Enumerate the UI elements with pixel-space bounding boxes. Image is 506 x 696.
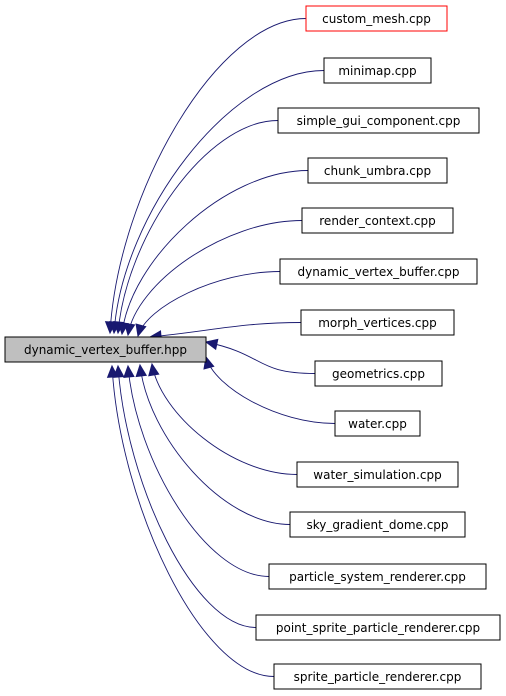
root-node-box[interactable] — [4, 336, 207, 363]
dependent-node-box[interactable] — [334, 410, 421, 437]
dependent-node-box[interactable] — [314, 360, 443, 387]
dependent-node-box[interactable] — [268, 563, 487, 590]
edge-9 — [151, 363, 298, 475]
edge-11 — [127, 365, 270, 577]
dependent-node-box[interactable] — [273, 663, 482, 690]
edge-7 — [205, 341, 316, 374]
edge-6 — [149, 322, 302, 338]
edge-4 — [127, 220, 303, 336]
dependent-node-box[interactable] — [279, 258, 478, 285]
dependent-node-label: custom_mesh.cpp — [322, 12, 431, 26]
dependent-node[interactable]: render_context.cpp — [301, 207, 454, 234]
edge-arrowhead-4 — [124, 322, 136, 337]
edge-arrowhead-11 — [123, 364, 135, 378]
dependent-node-box[interactable] — [277, 107, 480, 134]
edge-8 — [205, 356, 336, 424]
dependent-node-box[interactable] — [296, 461, 459, 488]
edge-3 — [121, 170, 309, 335]
edge-0 — [109, 18, 307, 334]
dependent-node[interactable]: point_sprite_particle_renderer.cpp — [255, 614, 501, 641]
dependent-node[interactable]: water_simulation.cpp — [296, 461, 459, 488]
edge-arrowhead-9 — [148, 362, 160, 377]
node-layer: dynamic_vertex_buffer.hpp custom_mesh.cp… — [4, 5, 501, 690]
dependent-node-label: minimap.cpp — [338, 64, 416, 78]
dependent-node[interactable]: dynamic_vertex_buffer.cpp — [279, 258, 478, 285]
dependent-node-label: point_sprite_particle_renderer.cpp — [276, 621, 480, 635]
edge-5 — [137, 271, 281, 337]
dependent-node-label: water.cpp — [348, 417, 407, 431]
dependent-node[interactable]: sprite_particle_renderer.cpp — [273, 663, 482, 690]
dependent-node[interactable]: particle_system_renderer.cpp — [268, 563, 487, 590]
dependent-node-box[interactable] — [323, 57, 432, 84]
dependent-node-label: sprite_particle_renderer.cpp — [294, 670, 462, 684]
edge-1 — [113, 70, 325, 334]
dependent-node-label: morph_vertices.cpp — [318, 316, 437, 330]
dependent-node[interactable]: custom_mesh.cpp — [305, 5, 448, 32]
dependent-node-box[interactable] — [289, 511, 466, 538]
dependent-node-label: water_simulation.cpp — [313, 468, 441, 482]
dependent-node-label: particle_system_renderer.cpp — [289, 570, 466, 584]
root-node[interactable]: dynamic_vertex_buffer.hpp — [4, 336, 207, 363]
dependent-node-box[interactable] — [255, 614, 501, 641]
edge-10 — [139, 364, 291, 525]
dependent-node[interactable]: morph_vertices.cpp — [300, 309, 455, 336]
dependent-node-label: geometrics.cpp — [332, 367, 425, 381]
dependent-node[interactable]: simple_gui_component.cpp — [277, 107, 480, 134]
dependent-node-label: dynamic_vertex_buffer.cpp — [297, 265, 459, 279]
dependent-node[interactable]: water.cpp — [334, 410, 421, 437]
dependent-node-label: simple_gui_component.cpp — [297, 114, 461, 128]
edge-arrowhead-10 — [135, 363, 148, 378]
edge-12 — [117, 365, 257, 628]
dependent-node-label: sky_gradient_dome.cpp — [306, 518, 448, 532]
edge-layer — [104, 18, 336, 677]
dependent-node[interactable]: chunk_umbra.cpp — [307, 157, 448, 184]
dependent-node-box[interactable] — [301, 207, 454, 234]
root-node-label: dynamic_vertex_buffer.hpp — [24, 343, 187, 357]
dependent-node-label: render_context.cpp — [319, 214, 435, 228]
dependent-node-box[interactable] — [305, 5, 448, 32]
edge-arrowhead-5 — [135, 323, 147, 338]
edge-arrowhead-13 — [106, 364, 119, 378]
dependent-node-label: chunk_umbra.cpp — [324, 164, 431, 178]
dependent-node-box[interactable] — [307, 157, 448, 184]
dependent-node[interactable]: geometrics.cpp — [314, 360, 443, 387]
edge-arrowhead-7 — [204, 338, 219, 351]
edge-2 — [117, 120, 279, 334]
dependent-node[interactable]: sky_gradient_dome.cpp — [289, 511, 466, 538]
edge-13 — [111, 365, 275, 677]
dependent-node-box[interactable] — [300, 309, 455, 336]
dependent-node[interactable]: minimap.cpp — [323, 57, 432, 84]
